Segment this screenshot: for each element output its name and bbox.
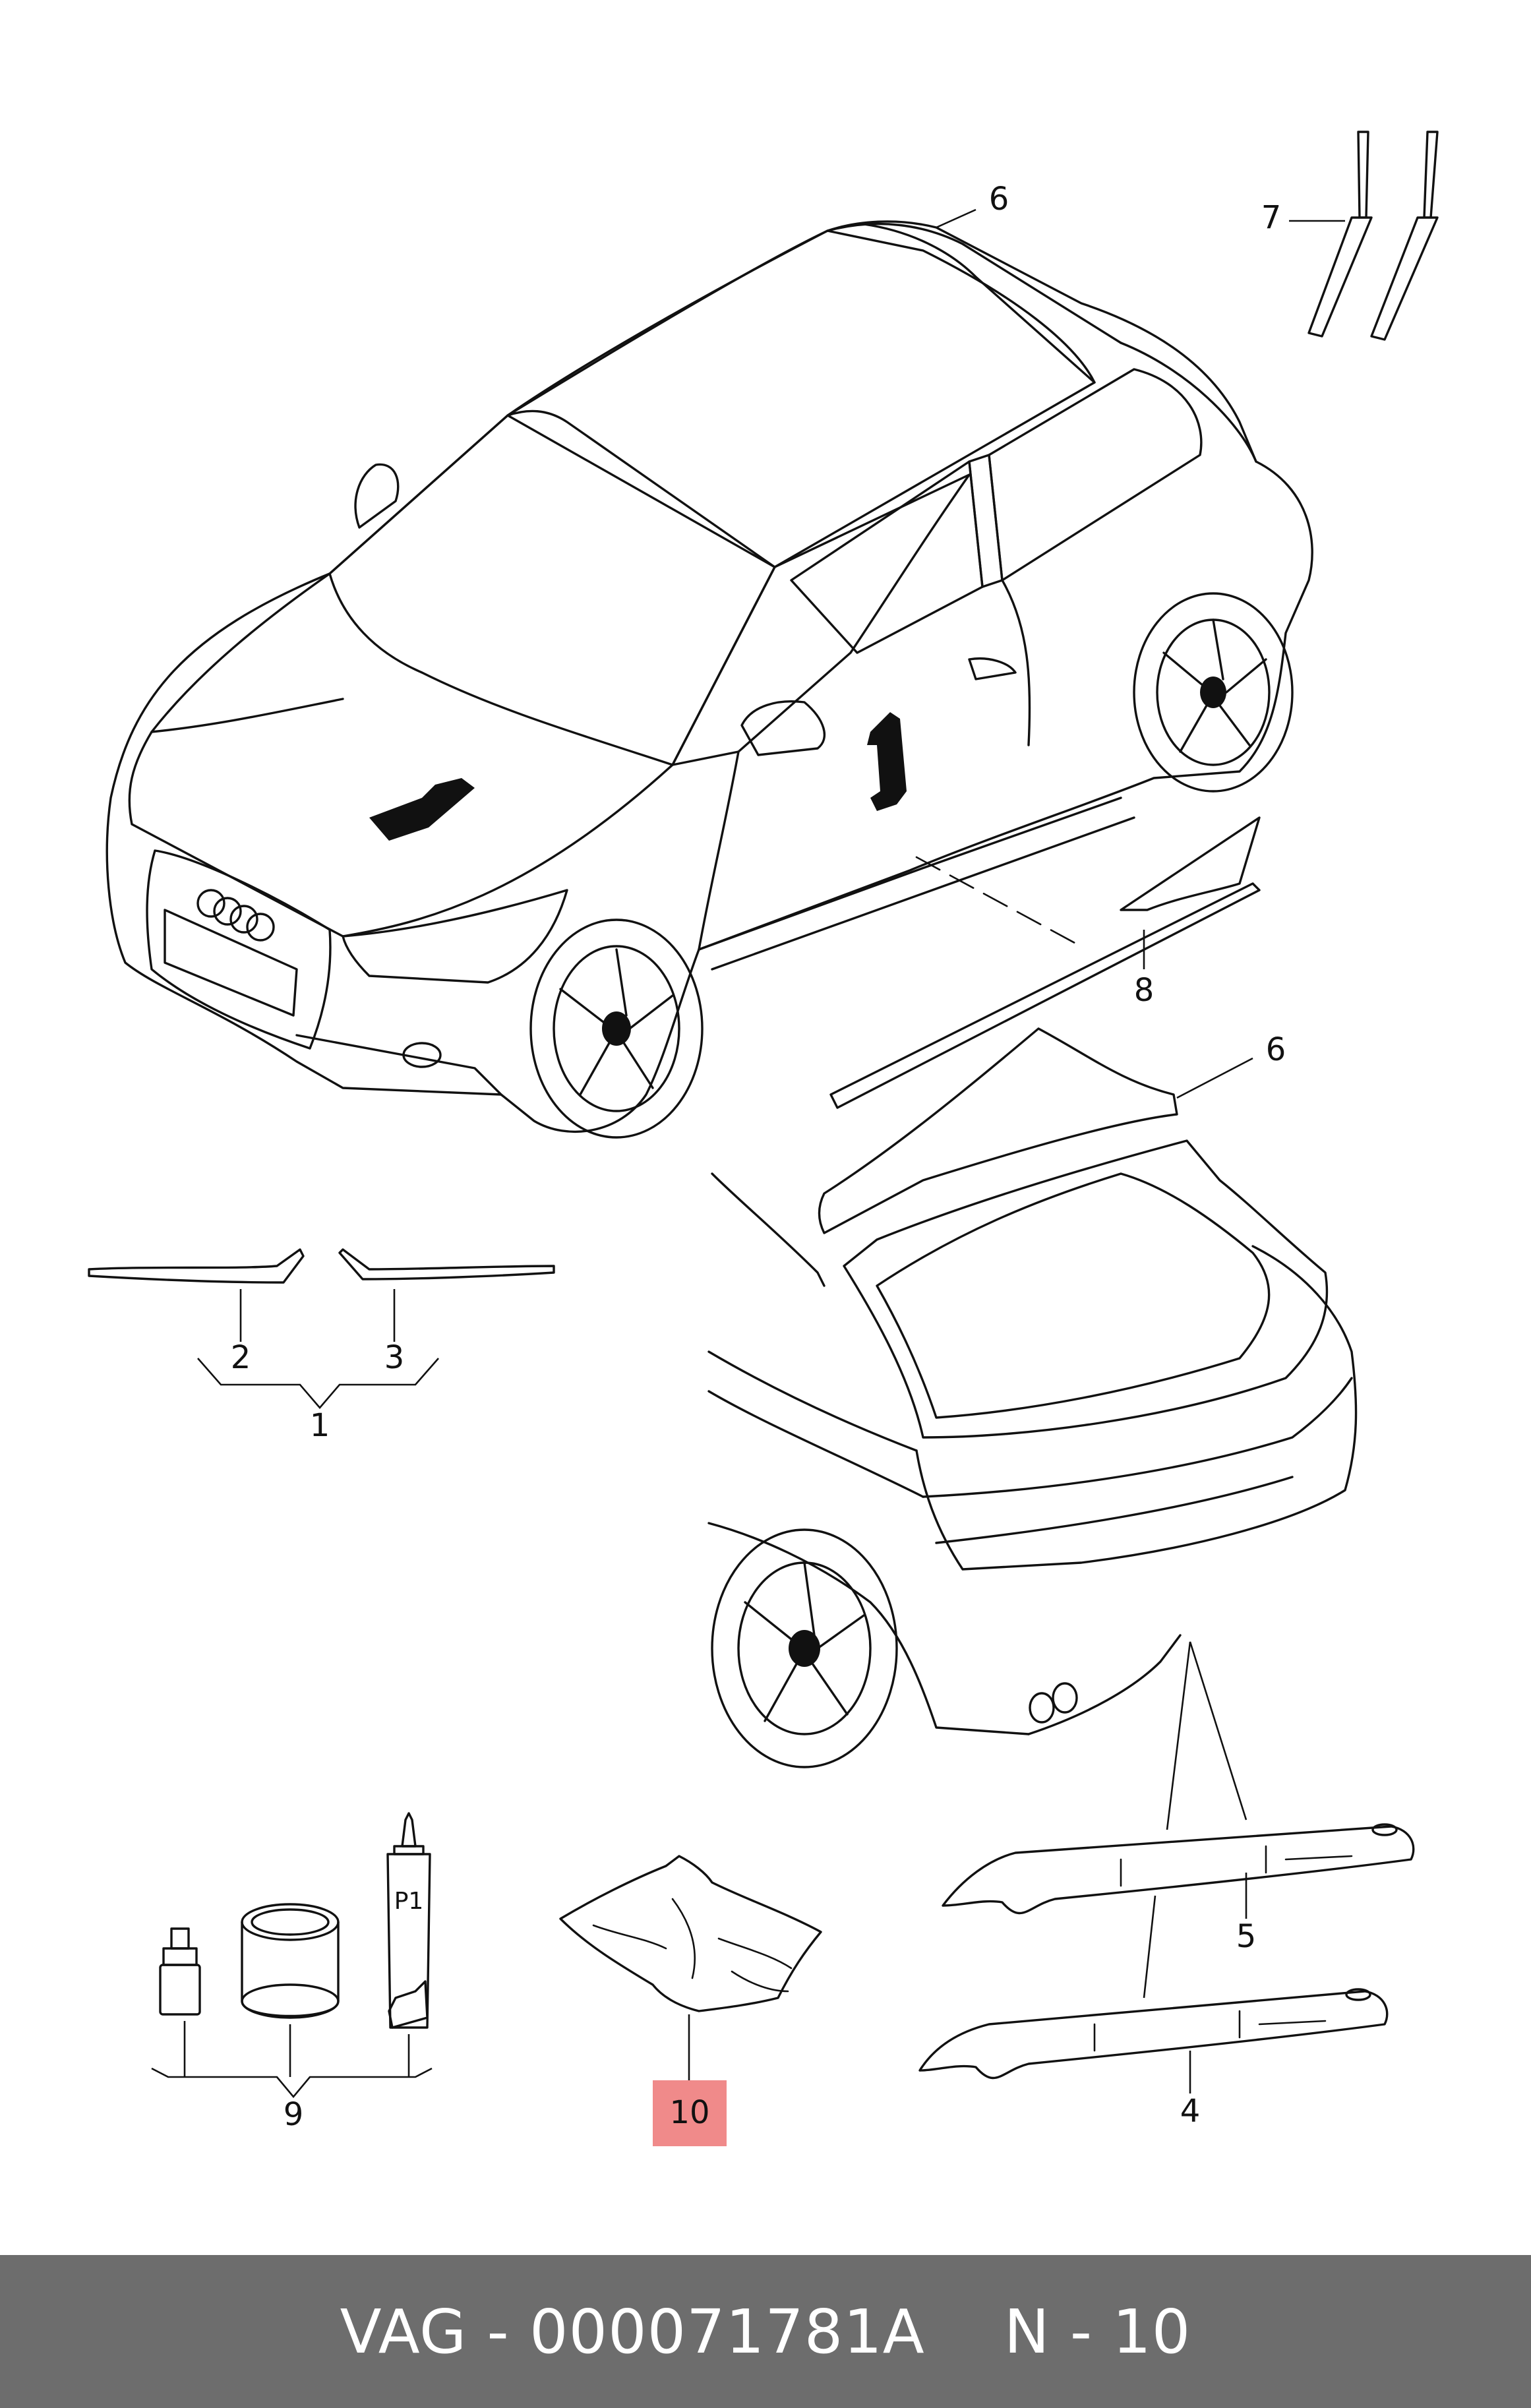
- callout-2: 2: [231, 1339, 251, 1376]
- adhesive-kit-illustration: P1: [159, 1812, 431, 2029]
- part-number-footer: VAG - 000071781A N - 10: [0, 2255, 1531, 2408]
- tube-label: P1: [394, 1888, 424, 1915]
- callout-7: 7: [1261, 199, 1282, 236]
- callout-5: 5: [1236, 1918, 1257, 1955]
- front-car-illustration: [105, 220, 1313, 1139]
- callout-9: 9: [284, 2096, 304, 2133]
- callout-10: 10: [669, 2094, 709, 2131]
- callout-8: 8: [1134, 972, 1155, 1009]
- callout-1: 1: [310, 1407, 330, 1444]
- callout-10-highlight: [653, 2080, 727, 2146]
- callout-6-rear: 6: [1266, 1031, 1286, 1068]
- part-number: VAG - 000071781A: [340, 2296, 925, 2367]
- callout-4: 4: [1180, 2093, 1201, 2130]
- front-lip-trims-illustration: [88, 1248, 555, 1284]
- gas-struts-illustration: [1307, 131, 1439, 341]
- rear-diffusers-illustration: [918, 1823, 1415, 2080]
- rear-car-illustration: [707, 1027, 1358, 1768]
- cleaning-cloth-bag-illustration: [559, 1855, 822, 2012]
- callout-6-top: 6: [989, 181, 1009, 218]
- parts-diagram: 6 7 8 6: [88, 131, 1439, 2146]
- position-number: N - 10: [1004, 2296, 1191, 2367]
- sill-strip-illustration: [829, 816, 1261, 1109]
- callout-3: 3: [384, 1339, 405, 1376]
